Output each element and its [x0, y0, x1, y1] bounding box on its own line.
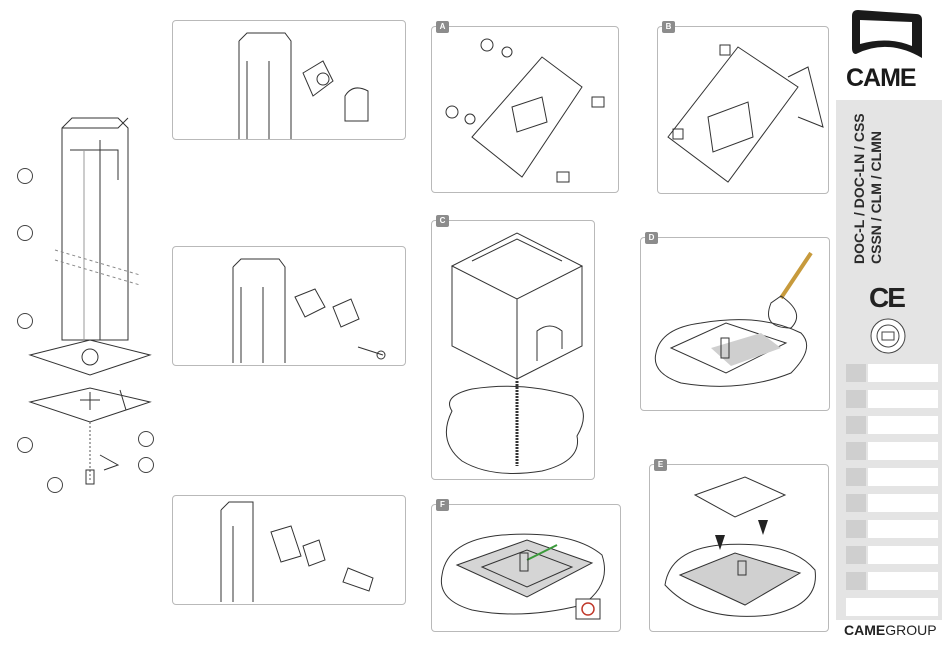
detail-panel-2	[172, 246, 406, 366]
language-row-7	[846, 520, 938, 538]
step-b-panel: B	[657, 26, 829, 194]
callout-3	[17, 313, 33, 329]
language-row-2	[846, 390, 938, 408]
certification-seal-icon	[868, 316, 908, 356]
callout-1	[17, 168, 33, 184]
language-row-8	[846, 546, 938, 564]
came-logo-icon	[848, 8, 928, 64]
model-line-1: DOC-L / DOC-LN / CSS	[851, 94, 868, 264]
brand-sidebar: CAME DOC-L / DOC-LN / CSS CSSN / CLM / C…	[836, 0, 942, 659]
step-a-panel: A	[431, 26, 619, 193]
callout-7	[47, 477, 63, 493]
detail-panel-1	[172, 20, 406, 140]
callout-6	[138, 457, 154, 473]
callout-2	[17, 225, 33, 241]
ce-mark: CE	[869, 282, 904, 314]
language-row-blank	[846, 598, 938, 616]
callout-4	[17, 437, 33, 453]
detail-panel-3	[172, 495, 406, 605]
group-bold: CAME	[844, 622, 885, 638]
step-c-panel: C	[431, 220, 595, 480]
model-line-2: CSSN / CLM / CLMN	[868, 94, 885, 264]
group-rest: GROUP	[885, 622, 936, 638]
step-d-panel: D	[640, 237, 830, 411]
step-f-panel: F	[431, 504, 621, 632]
logo-text: CAME	[846, 64, 916, 93]
model-list: DOC-L / DOC-LN / CSS CSSN / CLM / CLMN	[851, 94, 891, 264]
came-group-label: CAMEGROUP	[844, 622, 937, 638]
language-row-4	[846, 442, 938, 460]
language-row-3	[846, 416, 938, 434]
step-e-panel: E	[649, 464, 829, 632]
language-row-6	[846, 494, 938, 512]
language-row-1	[846, 364, 938, 382]
language-row-5	[846, 468, 938, 486]
language-row-9	[846, 572, 938, 590]
callout-5	[138, 431, 154, 447]
